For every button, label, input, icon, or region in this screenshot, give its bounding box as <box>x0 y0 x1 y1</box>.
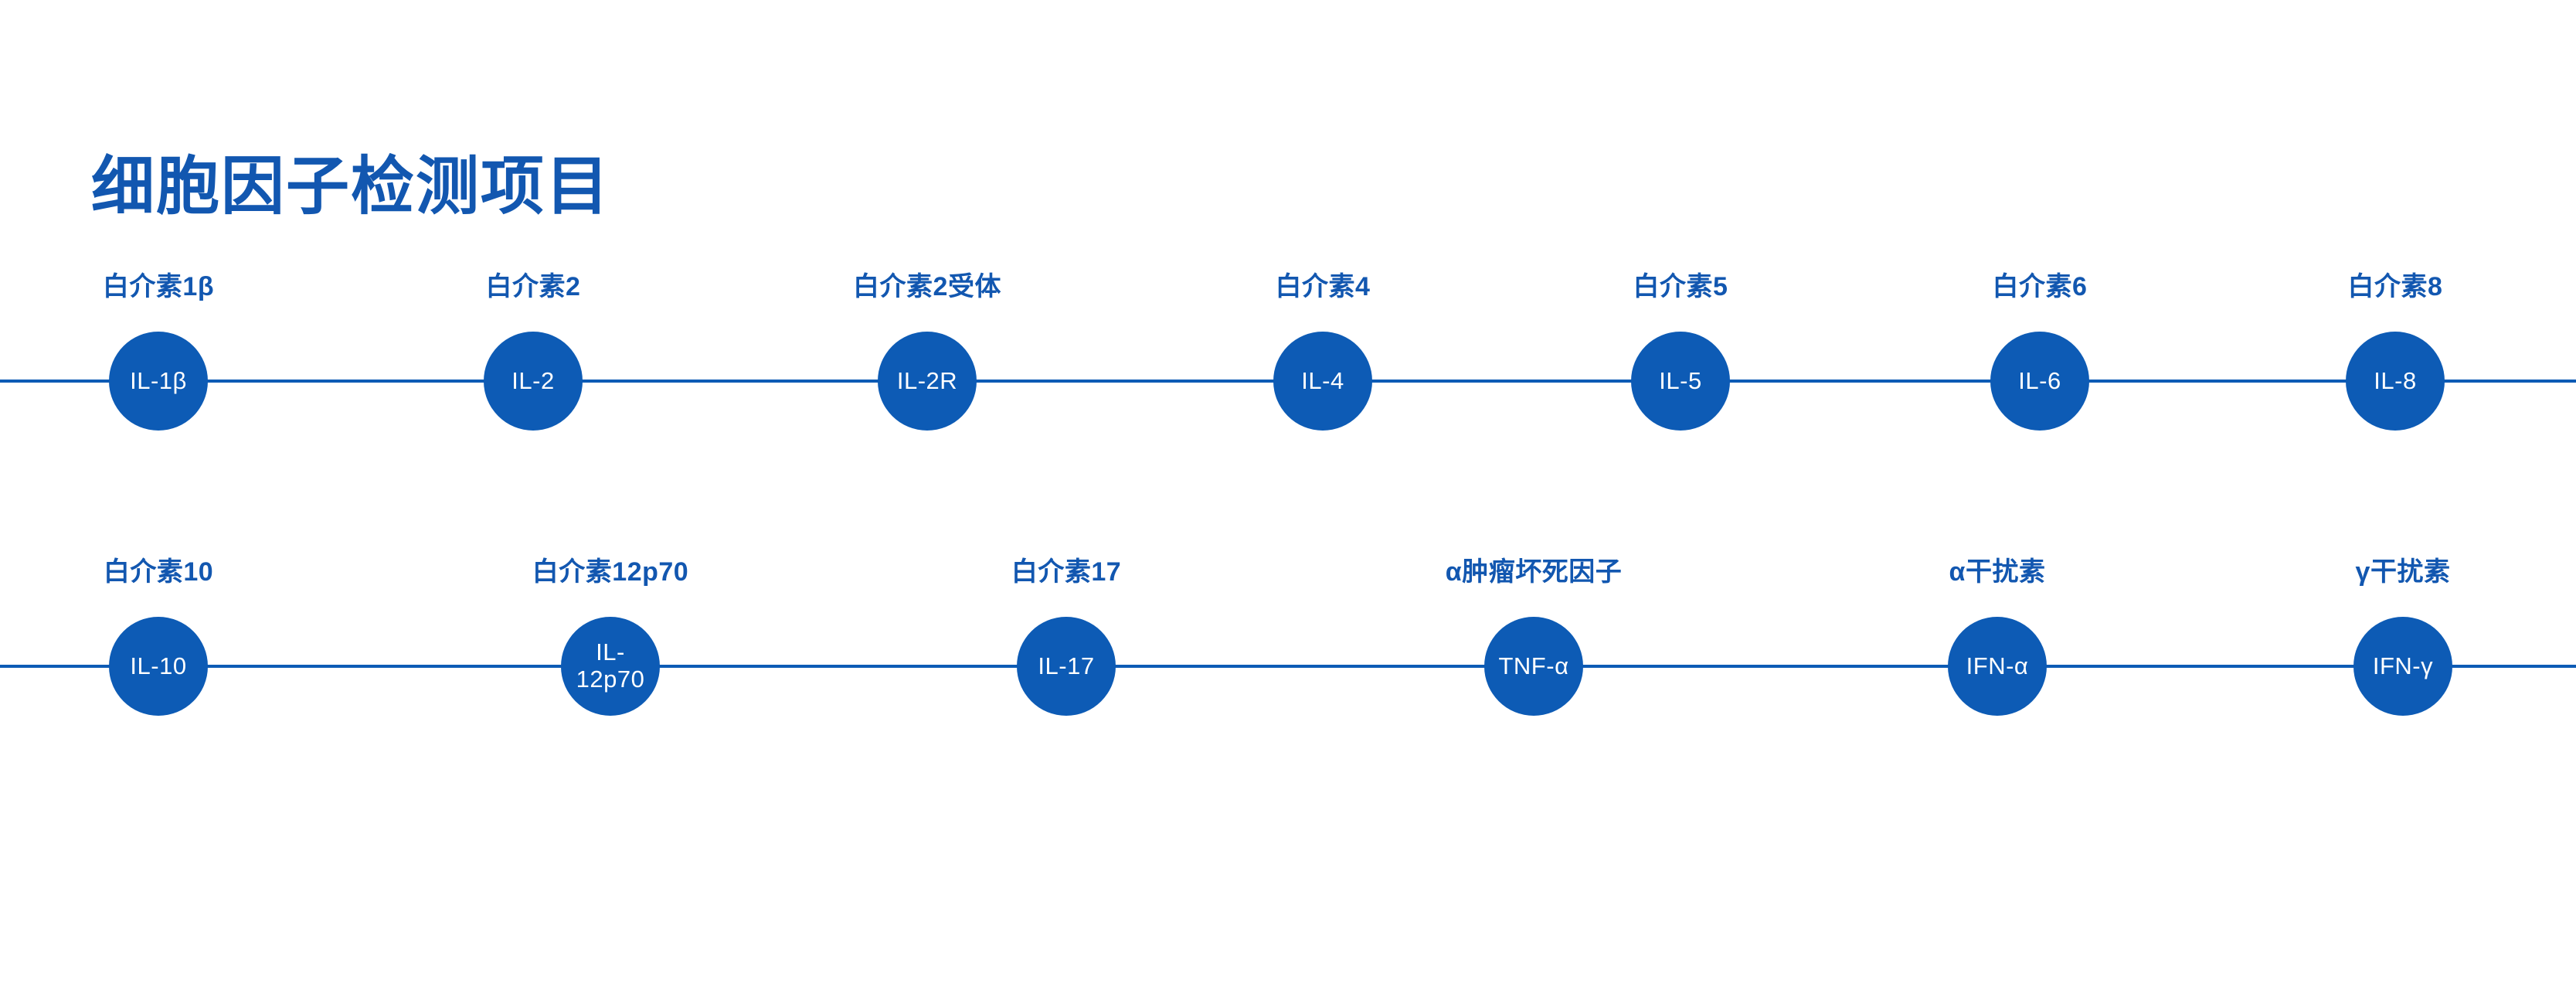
cytokine-node-label: 白介素5 <box>1633 272 1728 301</box>
cytokine-node-label: 白介素4 <box>1275 272 1371 301</box>
cytokine-node-circle[interactable]: IFN-α <box>1948 617 2047 716</box>
cytokine-node-circle[interactable]: IFN-γ <box>2353 617 2452 716</box>
cytokine-node-circle[interactable]: IL-5 <box>1631 332 1730 431</box>
cytokine-node-code: IL-12p70 <box>576 638 645 693</box>
page-title: 细胞因子检测项目 <box>91 151 611 222</box>
cytokine-node-circle[interactable]: IL-4 <box>1273 332 1372 431</box>
cytokine-node-label: 白介素8 <box>2347 272 2443 301</box>
cytokine-node-label: 白介素2受体 <box>853 272 1001 301</box>
cytokine-node-circle[interactable]: IL-2R <box>878 332 977 431</box>
cytokine-node-circle[interactable]: IL-8 <box>2346 332 2445 431</box>
cytokine-node-circle[interactable]: IL-1β <box>109 332 208 431</box>
cytokine-node-circle[interactable]: IL-6 <box>1990 332 2089 431</box>
cytokine-node-circle[interactable]: IL-12p70 <box>561 617 660 716</box>
cytokine-node-label: 白介素2 <box>485 272 581 301</box>
cytokine-node-label: 白介素12p70 <box>532 557 689 587</box>
cytokine-node-circle[interactable]: IL-17 <box>1017 617 1116 716</box>
connector-rail-row-2 <box>0 665 2576 668</box>
cytokine-node-circle[interactable]: IL-10 <box>109 617 208 716</box>
cytokine-node-circle[interactable]: IL-2 <box>484 332 583 431</box>
cytokine-node-label: 白介素6 <box>1992 272 2088 301</box>
cytokine-node-label: 白介素10 <box>103 557 214 587</box>
cytokine-node-label: γ干扰素 <box>2355 557 2451 587</box>
cytokine-node-label: 白介素1β <box>102 272 215 301</box>
cytokine-node-label: 白介素17 <box>1011 557 1122 587</box>
cytokine-node-label: α干扰素 <box>1949 557 2046 587</box>
cytokine-node-circle[interactable]: TNF-α <box>1484 617 1583 716</box>
cytokine-node-label: α肿瘤坏死因子 <box>1445 557 1623 587</box>
